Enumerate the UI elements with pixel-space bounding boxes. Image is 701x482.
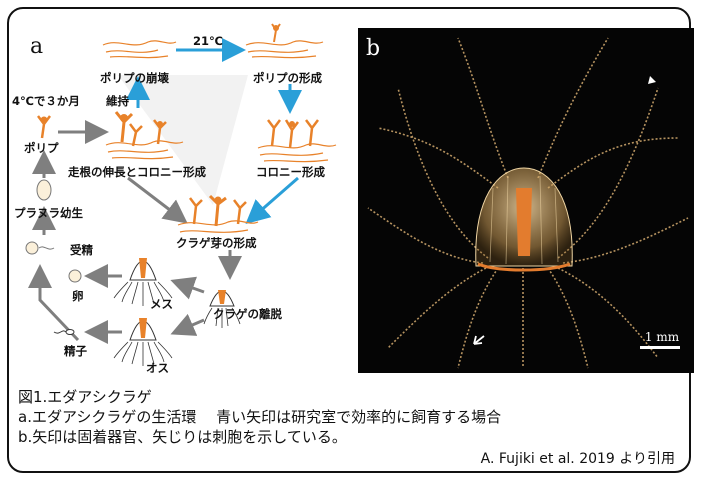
single-polyp-illustration xyxy=(37,115,51,139)
male-medusa-illustration xyxy=(113,318,173,366)
free-medusa-illustration xyxy=(203,290,241,328)
planula-illustration xyxy=(36,179,52,201)
label-4c-3months: 4℃で３か月 xyxy=(12,94,80,108)
background-triangle xyxy=(118,75,248,205)
label-stolon-colony: 走根の伸長とコロニー形成 xyxy=(68,165,206,179)
arrow-colony-to-bud xyxy=(245,176,299,224)
stolon-colony-illustration xyxy=(105,111,184,160)
jellyfish-manubrium xyxy=(516,188,532,256)
female-medusa-illustration xyxy=(113,258,173,306)
polyp-formation-illustration xyxy=(245,23,324,59)
tentacles xyxy=(367,37,689,369)
jellyfish-photo xyxy=(358,28,694,373)
label-21c: 21℃ xyxy=(193,34,223,48)
label-polyp: ポリプ xyxy=(24,141,59,155)
medusa-bud-illustration xyxy=(177,194,259,233)
scale-bar xyxy=(640,346,680,349)
polyp-collapse-illustration xyxy=(102,40,177,59)
arrow-adhesive-organ xyxy=(473,335,485,345)
label-polyp-collapse: ポリプの崩壊 xyxy=(100,71,169,85)
label-medusa-bud: クラゲ芽の形成 xyxy=(176,236,257,250)
citation-credit: A. Fujiki et al. 2019 より引用 xyxy=(480,451,675,467)
sperm-illustration xyxy=(53,329,75,335)
caption-line-b: b.矢印は固着器官、矢じりは刺胞を示している。 xyxy=(18,428,347,446)
label-female: メス xyxy=(150,297,173,311)
caption-title: 図1.エダアシクラゲ xyxy=(18,388,152,406)
life-cycle-diagram: ポリプの崩壊 21℃ ポリプの形成 維持 4℃で３か月 ポリプ 走根の伸長とコロ… xyxy=(12,20,348,375)
panel-b-letter: b xyxy=(366,36,381,61)
label-colony-formation: コロニー形成 xyxy=(256,165,325,179)
egg-illustration xyxy=(68,269,82,283)
life-cycle-svg xyxy=(25,23,337,366)
arrow-release-to-female xyxy=(170,276,205,300)
arrow-gametes-to-fert xyxy=(28,264,80,342)
label-egg: 卵 xyxy=(72,289,84,303)
label-sperm: 精子 xyxy=(64,344,87,358)
caption-line-a: a.エダアシクラゲの生活環 青い矢印は研究室で効率的に飼育する場合 xyxy=(18,408,502,426)
panel-a-letter: a xyxy=(30,34,44,59)
colony-illustration xyxy=(257,119,337,163)
fertilized-egg-illustration xyxy=(25,241,55,255)
label-fertilization: 受精 xyxy=(70,243,93,257)
label-medusa-release: クラゲの離脱 xyxy=(213,307,282,321)
arrow-release-to-male xyxy=(170,313,205,336)
label-male: オス xyxy=(146,361,169,375)
arrow-stolon-to-bud xyxy=(127,176,188,224)
bell-margin xyxy=(477,262,571,272)
arrowhead-nematocyst xyxy=(648,76,656,84)
scale-label: 1 mm xyxy=(644,330,680,344)
jellyfish-photo-svg xyxy=(367,37,689,369)
label-planula: プラヌラ幼生 xyxy=(14,206,83,220)
label-polyp-formation: ポリプの形成 xyxy=(253,71,322,85)
label-maintain: 維持 xyxy=(106,94,129,108)
